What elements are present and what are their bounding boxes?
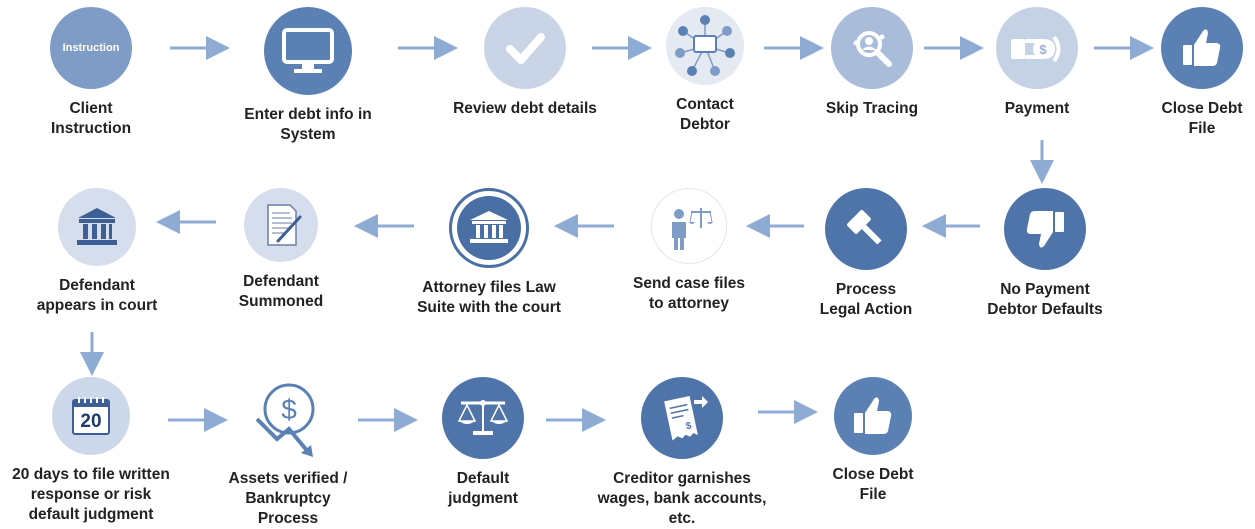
money-hand-icon: $ bbox=[996, 7, 1078, 89]
node-label: Defendant Summoned bbox=[238, 273, 324, 310]
courthouse-ring-icon bbox=[449, 188, 529, 268]
node-label: Skip Tracing bbox=[825, 100, 919, 117]
svg-text:$: $ bbox=[685, 420, 693, 432]
checkmark-icon bbox=[484, 7, 566, 89]
node-defendant-summoned: Defendant Summoned bbox=[181, 188, 381, 312]
node-label: Close Debt File bbox=[1161, 100, 1243, 137]
node-close-debt-file-2: Close Debt File bbox=[773, 377, 973, 505]
node-assets-verified: $ Assets verified / Bankruptcy Process bbox=[188, 377, 388, 529]
node-twenty-days: 20 20 days to file written response or r… bbox=[0, 377, 191, 525]
courthouse-icon bbox=[58, 188, 136, 266]
contact-hub-icon bbox=[666, 7, 744, 85]
svg-text:$: $ bbox=[1039, 42, 1047, 57]
scales-icon bbox=[442, 377, 524, 459]
thumbs-up-icon bbox=[1161, 7, 1243, 89]
node-label: No Payment Debtor Defaults bbox=[987, 281, 1103, 318]
gavel-icon bbox=[825, 188, 907, 270]
node-client-instruction: Instruction Client Instruction bbox=[0, 7, 191, 139]
node-label: Defendant appears in court bbox=[36, 277, 158, 314]
calendar-icon: 20 bbox=[52, 377, 130, 455]
node-label: Enter debt info in System bbox=[244, 106, 372, 143]
node-creditor-garnishes: $ Creditor garnishes wages, bank account… bbox=[582, 377, 782, 529]
node-attorney-files: Attorney files Law Suite with the court bbox=[389, 188, 589, 318]
document-pen-icon bbox=[244, 188, 318, 262]
magnifier-person-icon bbox=[831, 7, 913, 89]
node-label: Default judgment bbox=[448, 470, 518, 507]
node-enter-debt-info: Enter debt info in System bbox=[208, 7, 408, 145]
node-label: Send case files to attorney bbox=[632, 275, 745, 312]
svg-text:$: $ bbox=[281, 394, 297, 425]
node-review-debt-details: Review debt details bbox=[425, 7, 625, 119]
node-payment: $ Payment bbox=[937, 7, 1137, 119]
dollar-decline-icon: $ bbox=[247, 377, 329, 459]
node-label: Creditor garnishes wages, bank accounts,… bbox=[597, 470, 767, 527]
node-no-payment: No Payment Debtor Defaults bbox=[945, 188, 1145, 320]
node-label: Client Instruction bbox=[50, 100, 132, 137]
lawyer-scales-icon bbox=[651, 188, 727, 264]
node-label: Payment bbox=[1004, 100, 1070, 117]
invoice-icon: $ bbox=[641, 377, 723, 459]
thumbs-down-icon bbox=[1004, 188, 1086, 270]
node-send-case-files: Send case files to attorney bbox=[589, 188, 789, 314]
node-label: Close Debt File bbox=[832, 466, 914, 503]
node-contact-debtor: Contact Debtor bbox=[605, 7, 805, 135]
instruction-badge-text: Instruction bbox=[62, 42, 120, 54]
calendar-day-text: 20 bbox=[80, 411, 102, 432]
node-default-judgment: Default judgment bbox=[383, 377, 583, 509]
node-defendant-appears: Defendant appears in court bbox=[0, 188, 197, 316]
node-label: Process Legal Action bbox=[819, 281, 913, 318]
node-skip-tracing: Skip Tracing bbox=[772, 7, 972, 119]
node-label: 20 days to file written response or risk… bbox=[12, 466, 170, 523]
instruction-badge-icon: Instruction bbox=[50, 7, 132, 89]
node-label: Attorney files Law Suite with the court bbox=[417, 279, 561, 316]
node-label: Assets verified / Bankruptcy Process bbox=[228, 470, 348, 527]
thumbs-up-icon bbox=[834, 377, 912, 455]
courthouse-ring-inner bbox=[457, 196, 521, 260]
node-label: Contact Debtor bbox=[676, 96, 734, 133]
node-label: Review debt details bbox=[453, 100, 597, 117]
node-process-legal-action: Process Legal Action bbox=[766, 188, 966, 320]
node-close-debt-file-1: Close Debt File bbox=[1102, 7, 1255, 139]
computer-monitor-icon bbox=[264, 7, 352, 95]
